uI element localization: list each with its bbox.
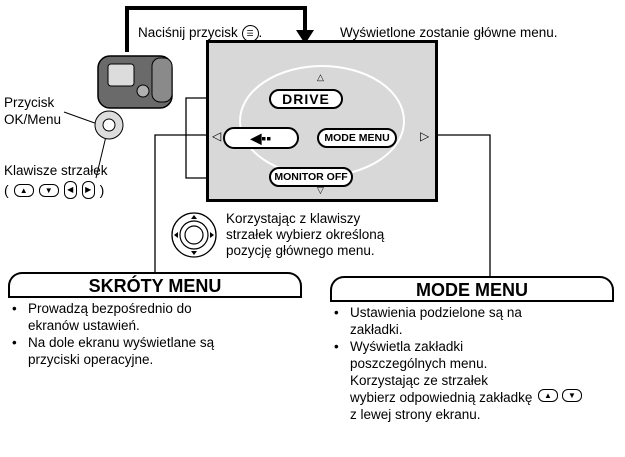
- arrow-pad-icon: [171, 212, 217, 258]
- up-arrow-key-icon: ▲: [13, 183, 34, 197]
- list-item: Wyświetla zakładki poszczególnych menu. …: [330, 338, 532, 423]
- list-item: Ustawienia podzielone są na zakładki.: [330, 304, 532, 338]
- arrow-pad-small-icon: [94, 110, 124, 140]
- arrow-keys-symbols: ( ▲ ▼ ◀ ▶ ): [4, 181, 105, 199]
- mode-menu-item[interactable]: MODE MENU: [317, 128, 397, 148]
- arrow-keys-label: Klawisze strzałek: [4, 163, 108, 178]
- down-arrow-key-icon: ▼: [562, 389, 582, 402]
- up-triangle-icon: △: [317, 72, 324, 82]
- camera-icon: [97, 55, 173, 109]
- list-item: Prowadzą bezpośrednio do ekranów ustawie…: [8, 300, 214, 334]
- mode-menu-divider: [330, 300, 614, 302]
- main-menu-screen: △ ▽ ◁ ▷ DRIVE ◀▪▪ MODE MENU MONITOR OFF: [206, 40, 438, 202]
- ok-menu-button-label: Przycisk OK/Menu: [4, 95, 62, 127]
- monitor-off-menu-item[interactable]: MONITOR OFF: [269, 167, 353, 187]
- shortcut-menu-divider: [8, 296, 302, 298]
- shortcut-arrow-icon: ◀▪▪: [250, 129, 272, 146]
- down-triangle-icon: ▽: [317, 185, 324, 195]
- menu-displayed-text: Wyświetlone zostanie główne menu.: [340, 25, 558, 40]
- inline-arrow-keys: ▲ ▼: [538, 389, 582, 402]
- right-triangle-icon: ▷: [420, 129, 430, 143]
- list-item: Na dole ekranu wyświetlane są przyciski …: [8, 334, 214, 368]
- down-arrow-key-icon: ▼: [38, 183, 59, 197]
- mode-menu-list: Ustawienia podzielone są na zakładki. Wy…: [330, 304, 532, 423]
- press-button-text: Naciśnij przycisk ☰.: [138, 24, 263, 42]
- mode-menu-header: MODE MENU: [330, 276, 614, 302]
- shortcut-menu-header: SKRÓTY MENU: [8, 272, 302, 298]
- up-arrow-key-icon: ▲: [538, 389, 558, 402]
- right-arrow-key-icon: ▶: [81, 181, 95, 199]
- instruction-text: Korzystając z klawiszy strzałek wybierz …: [226, 211, 385, 258]
- shortcut-menu-list: Prowadzą bezpośrednio do ekranów ustawie…: [8, 300, 214, 368]
- shortcut-menu-item[interactable]: ◀▪▪: [223, 127, 299, 149]
- drive-menu-item[interactable]: DRIVE: [269, 89, 343, 109]
- left-triangle-icon: ◁: [212, 129, 222, 143]
- left-arrow-key-icon: ◀: [63, 181, 77, 199]
